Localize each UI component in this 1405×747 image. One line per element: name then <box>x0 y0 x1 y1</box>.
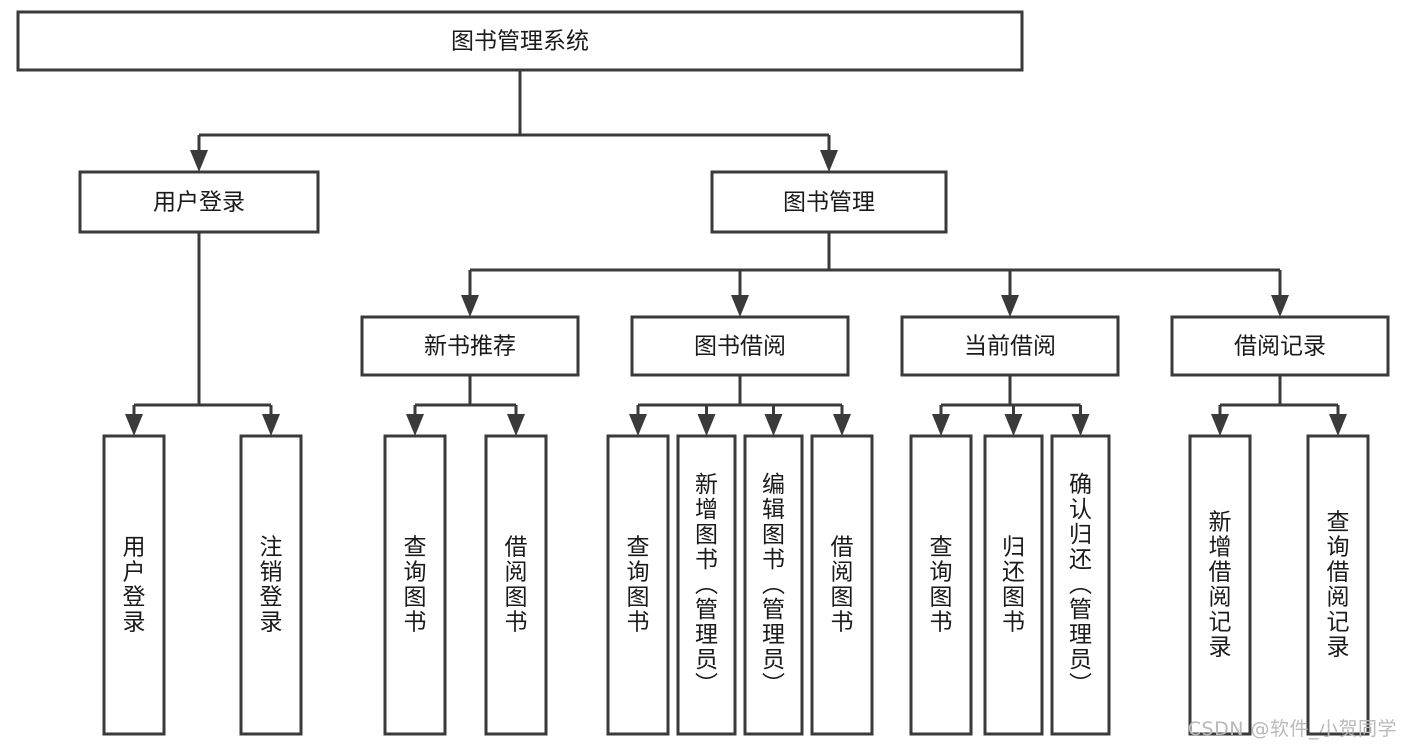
arrow-head-icon <box>697 414 716 436</box>
arrow-head-icon <box>507 414 525 436</box>
node-leaf-confirm-return-admin[interactable]: 确认归还︵管理员︶ <box>1050 434 1111 736</box>
node-label-leaf-query-book-3: 查询图书 <box>930 535 953 636</box>
node-label-leaf-add-borrow-record: 新增借阅记录 <box>1209 510 1232 661</box>
node-box-borrow-record <box>1170 315 1390 377</box>
node-box-leaf-add-borrow-record <box>1188 434 1252 736</box>
connector-layer <box>125 70 1347 436</box>
node-leaf-borrow-book-1[interactable]: 借阅图书 <box>484 434 548 736</box>
node-label-root: 图书管理系统 <box>451 29 589 55</box>
node-box-leaf-borrow-book-2 <box>810 434 874 736</box>
node-box-leaf-return-book <box>983 434 1044 736</box>
node-box-new-book-recommend <box>360 315 580 377</box>
arrow-head-icon <box>764 414 783 436</box>
node-leaf-query-book-3[interactable]: 查询图书 <box>909 434 973 736</box>
arrow-head-icon <box>1329 414 1347 436</box>
node-label-leaf-add-book-admin: 新增图书︵管理员︶ <box>695 472 718 698</box>
node-label-leaf-logout-login: 注销登录 <box>260 535 283 636</box>
arrow-head-icon <box>406 414 424 436</box>
node-leaf-add-borrow-record[interactable]: 新增借阅记录 <box>1188 434 1252 736</box>
node-box-book-borrow <box>630 315 850 377</box>
node-leaf-borrow-book-2[interactable]: 借阅图书 <box>810 434 874 736</box>
node-box-leaf-query-book-3 <box>909 434 973 736</box>
node-label-new-book-recommend: 新书推荐 <box>424 334 516 360</box>
arrow-head-icon <box>1211 414 1229 436</box>
node-label-book-manage: 图书管理 <box>783 190 875 216</box>
arrow-head-icon <box>190 150 208 172</box>
node-box-leaf-confirm-return-admin <box>1050 434 1111 736</box>
node-book-borrow[interactable]: 图书借阅 <box>630 315 850 377</box>
arrow-head-icon <box>1004 414 1023 436</box>
node-new-book-recommend[interactable]: 新书推荐 <box>360 315 580 377</box>
node-label-leaf-borrow-book-1: 借阅图书 <box>505 535 528 636</box>
arrow-head-icon <box>820 150 838 172</box>
node-label-leaf-return-book: 归还图书 <box>1002 535 1025 636</box>
node-leaf-query-borrow-record[interactable]: 查询借阅记录 <box>1306 434 1370 736</box>
node-leaf-logout-login[interactable]: 注销登录 <box>239 434 303 736</box>
node-box-leaf-query-book-1 <box>383 434 447 736</box>
node-book-manage[interactable]: 图书管理 <box>710 170 948 234</box>
node-label-leaf-query-book-1: 查询图书 <box>404 535 427 636</box>
node-leaf-query-book-2[interactable]: 查询图书 <box>606 434 670 736</box>
node-leaf-user-login[interactable]: 用户登录 <box>102 434 166 736</box>
node-leaf-edit-book-admin[interactable]: 编辑图书︵管理员︶ <box>743 434 804 736</box>
node-box-leaf-edit-book-admin <box>743 434 804 736</box>
node-label-leaf-confirm-return-admin: 确认归还︵管理员︶ <box>1069 472 1092 698</box>
arrow-head-icon <box>125 414 143 436</box>
arrow-head-icon <box>461 295 479 317</box>
node-current-borrow[interactable]: 当前借阅 <box>900 315 1120 377</box>
node-leaf-query-book-1[interactable]: 查询图书 <box>383 434 447 736</box>
arrow-head-icon <box>731 295 749 317</box>
node-label-leaf-query-book-2: 查询图书 <box>627 535 650 636</box>
arrow-head-icon <box>1001 295 1019 317</box>
node-label-borrow-record: 借阅记录 <box>1234 334 1326 360</box>
node-borrow-record[interactable]: 借阅记录 <box>1170 315 1390 377</box>
node-label-book-borrow: 图书借阅 <box>694 334 786 360</box>
arrow-head-icon <box>1071 414 1090 436</box>
arrow-head-icon <box>833 414 851 436</box>
node-box-leaf-logout-login <box>239 434 303 736</box>
node-box-user-login <box>78 170 320 234</box>
node-label-leaf-edit-book-admin: 编辑图书︵管理员︶ <box>762 472 785 698</box>
node-box-book-manage <box>710 170 948 234</box>
node-box-leaf-query-book-2 <box>606 434 670 736</box>
node-box-leaf-borrow-book-1 <box>484 434 548 736</box>
node-label-leaf-user-login: 用户登录 <box>123 535 146 636</box>
node-leaf-add-book-admin[interactable]: 新增图书︵管理员︶ <box>676 434 737 736</box>
arrow-head-icon <box>1271 295 1289 317</box>
arrow-head-icon <box>262 414 280 436</box>
node-label-leaf-query-borrow-record: 查询借阅记录 <box>1327 510 1350 661</box>
node-label-user-login: 用户登录 <box>153 190 245 216</box>
node-box-root <box>16 10 1024 72</box>
node-leaf-return-book[interactable]: 归还图书 <box>983 434 1044 736</box>
node-user-login[interactable]: 用户登录 <box>78 170 320 234</box>
node-label-current-borrow: 当前借阅 <box>964 334 1056 360</box>
arrow-head-icon <box>932 414 950 436</box>
node-box-leaf-add-book-admin <box>676 434 737 736</box>
node-label-leaf-borrow-book-2: 借阅图书 <box>831 535 854 636</box>
node-box-current-borrow <box>900 315 1120 377</box>
node-layer: 图书管理系统用户登录图书管理新书推荐图书借阅当前借阅借阅记录用户登录注销登录查询… <box>16 10 1390 736</box>
arrow-head-icon <box>629 414 647 436</box>
node-root[interactable]: 图书管理系统 <box>16 10 1024 72</box>
node-box-leaf-user-login <box>102 434 166 736</box>
node-box-leaf-query-borrow-record <box>1306 434 1370 736</box>
